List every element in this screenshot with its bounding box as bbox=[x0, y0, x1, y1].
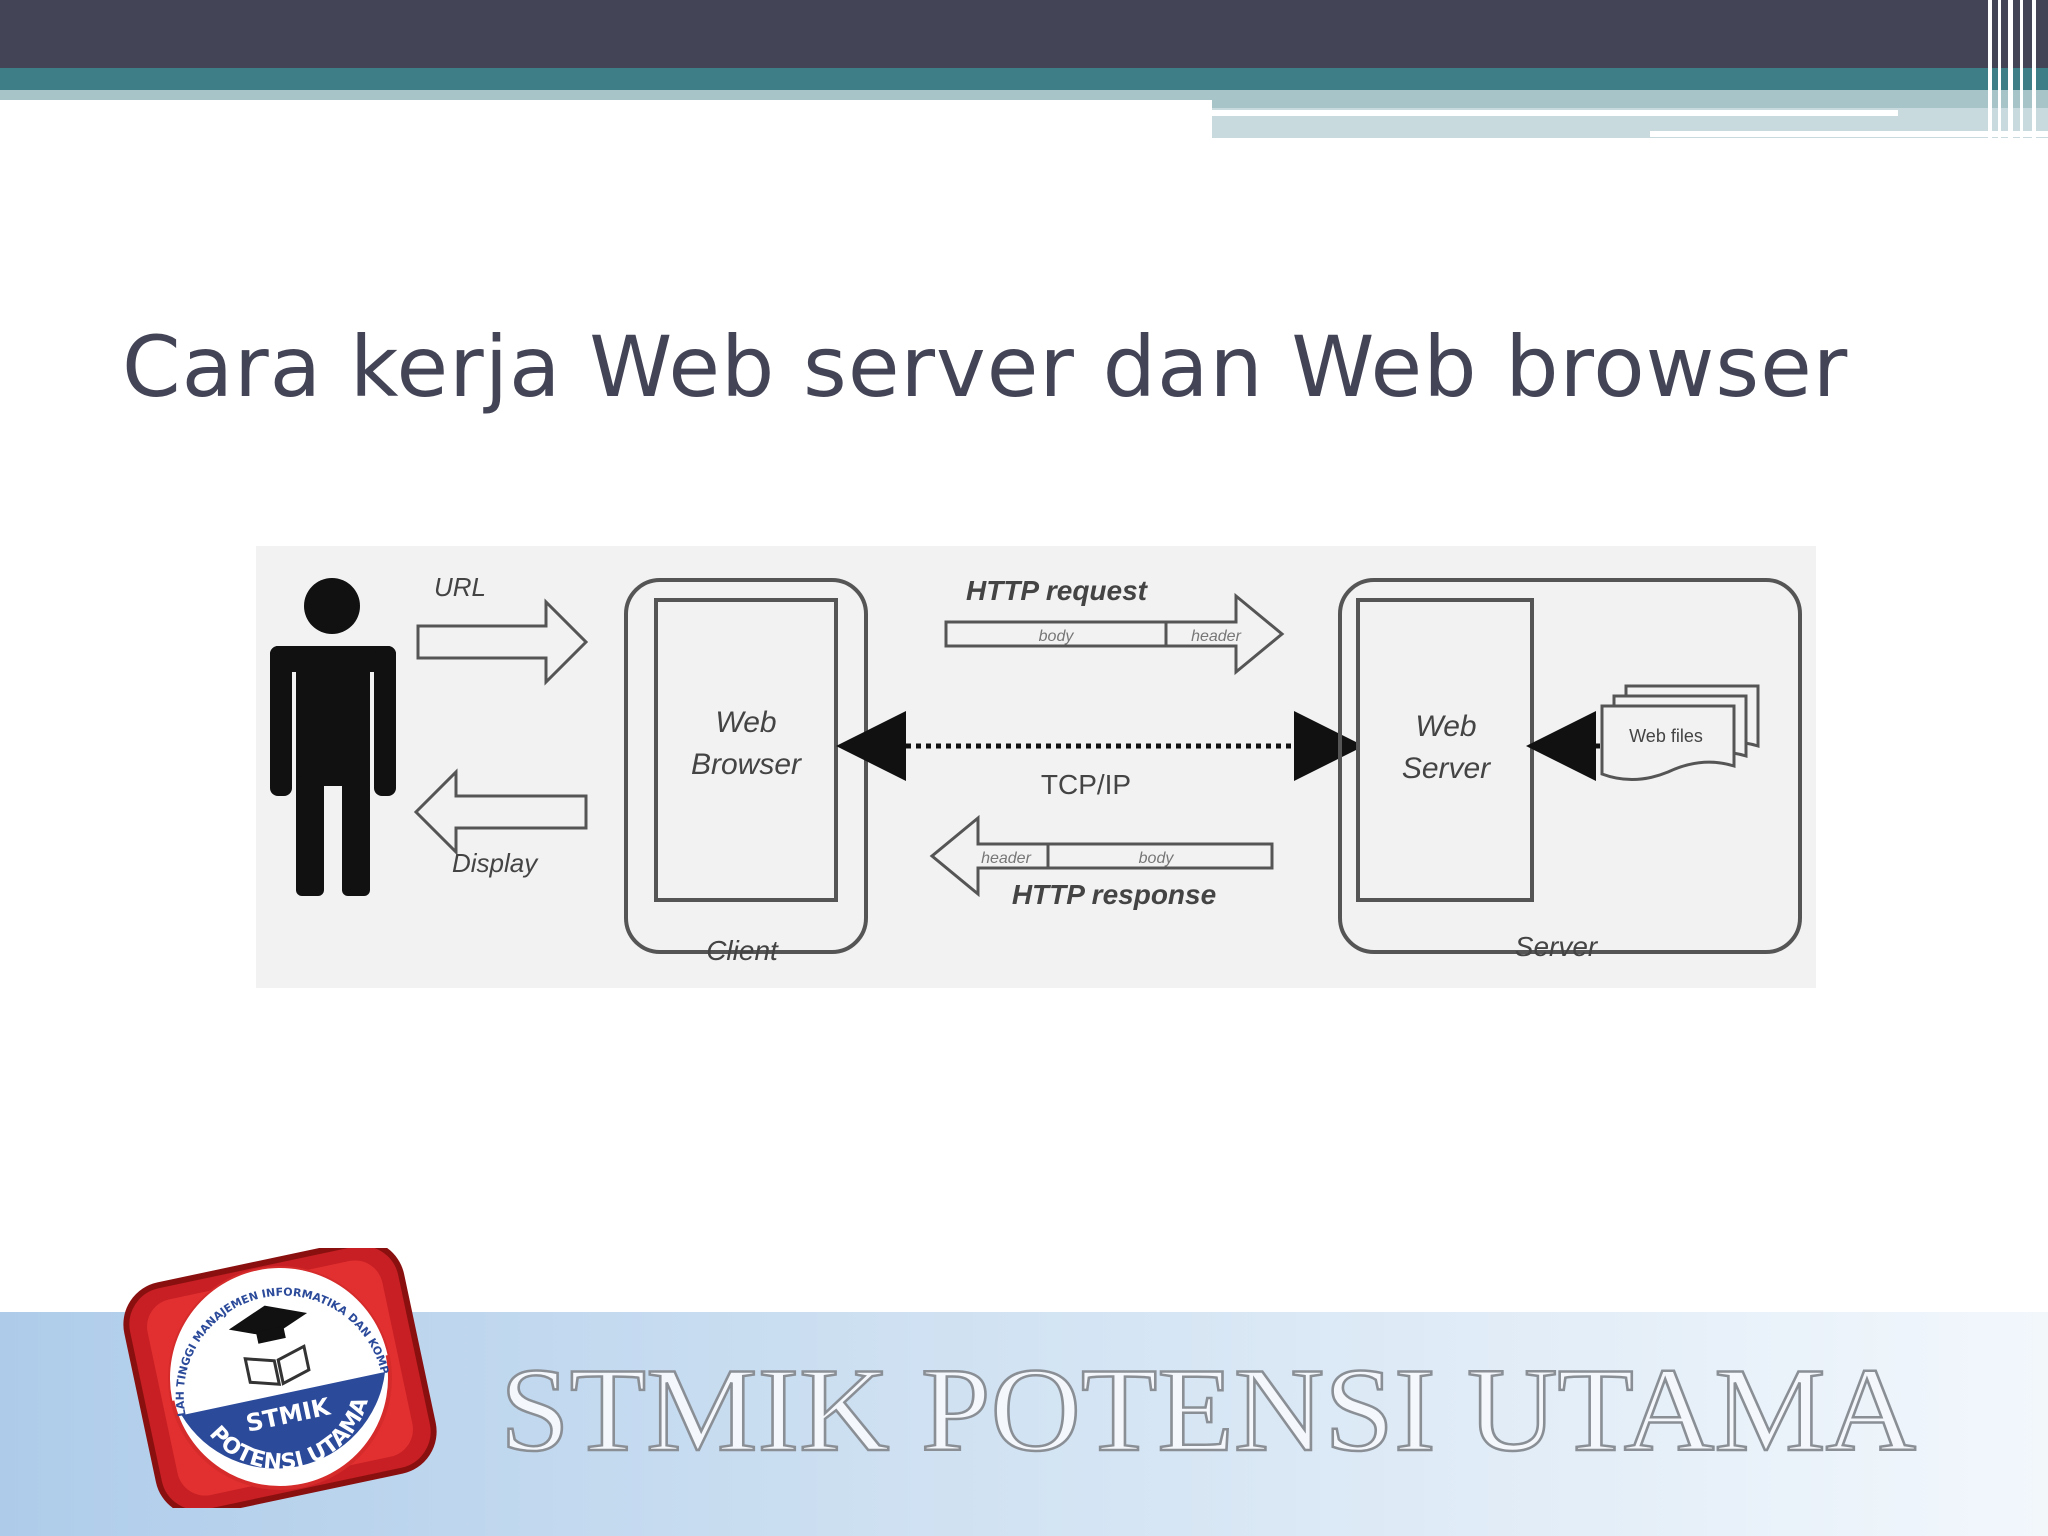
header-white-line-short bbox=[1650, 131, 2048, 137]
header-light-band bbox=[0, 90, 1212, 100]
stmik-logo: SEKOLAH TINGGI MANAJEMEN INFORMATIKA DAN… bbox=[90, 1218, 440, 1517]
http-request-label: HTTP request bbox=[966, 575, 1149, 606]
web-browser-box bbox=[654, 598, 838, 902]
web-server-label-line1: Web bbox=[1415, 710, 1476, 743]
web-server-diagram: URL Display Web Browser Client HTTP requ… bbox=[256, 546, 1816, 988]
user-figure-icon bbox=[270, 578, 396, 896]
header-bar bbox=[0, 0, 2048, 68]
request-body-label: body bbox=[1039, 628, 1075, 645]
web-files-label: Web files bbox=[1629, 726, 1703, 746]
http-response-arrow bbox=[929, 814, 1274, 898]
response-header-label: header bbox=[981, 850, 1031, 867]
web-server-label-line2: Server bbox=[1402, 752, 1491, 785]
header-accent-band bbox=[0, 68, 2048, 90]
brand-name-text: STMIK POTENSI UTAMA bbox=[500, 1352, 1916, 1462]
brand-name: STMIK POTENSI UTAMA bbox=[500, 1352, 1920, 1462]
slide-title: Cara kerja Web server dan Web browser bbox=[122, 318, 1849, 416]
header-white-line bbox=[1212, 110, 1898, 116]
response-body-label: body bbox=[1139, 850, 1175, 867]
open-book-icon bbox=[243, 1344, 311, 1386]
web-server-box bbox=[1356, 598, 1534, 902]
server-label: Server bbox=[1515, 931, 1599, 962]
display-arrow bbox=[413, 768, 588, 856]
display-label: Display bbox=[452, 848, 539, 878]
graduation-cap-icon bbox=[228, 1305, 308, 1344]
http-response-label: HTTP response bbox=[1012, 879, 1216, 910]
client-label: Client bbox=[706, 935, 779, 966]
tcpip-label: TCP/IP bbox=[1041, 769, 1131, 800]
web-files-icon: Web files bbox=[1600, 684, 1760, 782]
url-label: URL bbox=[434, 572, 486, 602]
header-right-stripes bbox=[1984, 0, 2048, 140]
request-header-label: header bbox=[1191, 628, 1241, 645]
web-browser-label-line1: Web bbox=[715, 706, 776, 739]
header-right-band bbox=[1212, 90, 2048, 108]
web-browser-label-line2: Browser bbox=[691, 748, 802, 781]
http-request-arrow bbox=[944, 592, 1285, 676]
url-arrow bbox=[416, 598, 589, 686]
server-box bbox=[1338, 578, 1802, 954]
